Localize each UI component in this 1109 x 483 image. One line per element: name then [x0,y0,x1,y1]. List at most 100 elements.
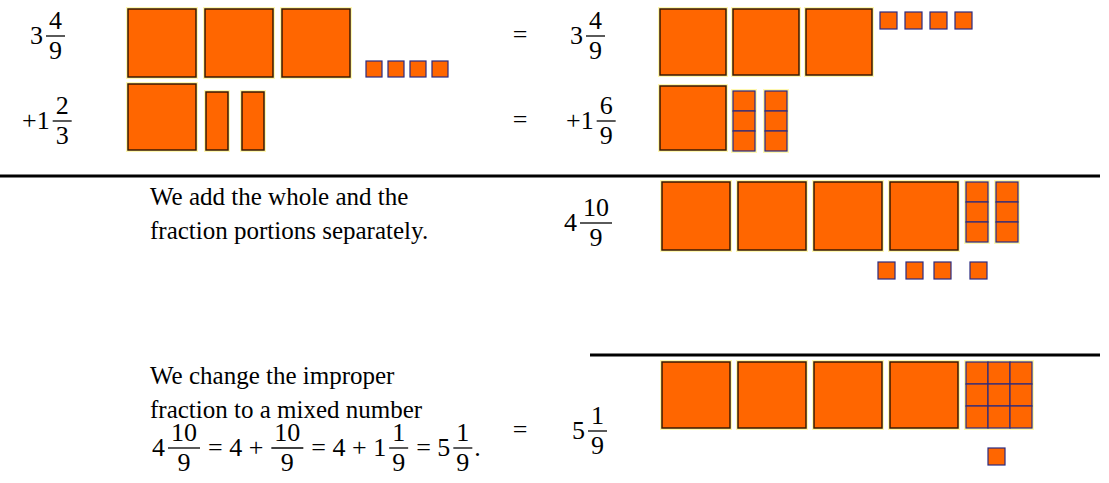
whole-number: 4 [564,210,577,236]
ninth-cell [996,202,1018,222]
ninth-cell [988,406,1010,428]
ninth-cell [966,222,988,242]
fraction-bar [389,447,408,448]
fraction-bar [588,430,607,431]
ninth-cell [988,384,1010,406]
numerator: 4 [589,8,602,34]
whole-number: 4 [152,435,165,461]
highlight [804,7,874,77]
ninth-square [432,61,448,77]
fraction-bar [597,120,616,121]
highlight [731,89,757,153]
highlight [203,7,275,79]
whole-square [738,182,806,250]
highlight [660,180,732,252]
ninth-cell [1010,406,1032,428]
highlight [658,7,728,77]
equation-text: = 5 [416,435,450,461]
ninth-square [955,12,972,29]
blocks-four-ten-ninths [660,180,1020,279]
explanation-text: We change the improper fraction to a mix… [150,359,450,427]
ninth-square [905,12,922,29]
denominator: 9 [178,450,191,476]
fraction-bar [580,222,612,223]
fraction-bar [46,35,65,36]
denominator: 9 [456,450,469,476]
highlight [763,89,789,153]
whole-square [282,9,350,77]
third-bar [206,92,228,150]
whole-square [890,362,958,428]
ninth-cell [765,131,787,151]
whole-square [814,362,882,428]
highlight [888,180,960,252]
highlight [204,90,230,152]
highlight [812,180,884,252]
ninth-cell [966,202,988,222]
sum-rule [0,175,1100,178]
highlight [994,180,1020,244]
fraction-bar [168,447,200,448]
whole-square [662,182,730,250]
numerator: 1 [591,403,604,429]
whole-square [205,9,273,77]
ninth-cell [966,182,988,202]
blocks-five-one-ninth [660,360,1034,465]
ninth-square [930,12,947,29]
ninth-cell [996,182,1018,202]
ninth-cell [765,91,787,111]
blocks-three-four-ninths [126,7,448,79]
ninth-square [366,61,382,77]
ninth-cell [733,91,755,111]
ninth-cell [966,362,988,384]
denominator: 9 [589,38,602,64]
whole-number: +1 [566,108,594,134]
denominator: 9 [392,450,405,476]
whole-square [128,9,196,77]
fraction-bar [271,447,303,448]
whole-number: 5 [572,418,585,444]
numerator: 10 [274,420,300,446]
highlight [280,7,352,79]
whole-square [660,86,726,150]
numerator: 10 [583,195,609,221]
ninth-cell [1010,362,1032,384]
whole-number: +1 [22,108,50,134]
ninth-square [988,448,1005,465]
whole-square [890,182,958,250]
highlight [812,360,884,430]
numerator: 1 [392,420,405,446]
whole-square [128,84,196,150]
equals-sign: = [513,107,528,133]
ninth-cell [988,362,1010,384]
highlight [126,7,198,79]
ninth-square [906,262,923,279]
third-bar [242,92,264,150]
whole-square [662,362,730,428]
explanation-text: We add the whole and the fraction portio… [150,180,455,248]
highlight [964,180,990,244]
denominator: 3 [56,123,69,149]
denominator: 9 [590,225,603,251]
highlight [658,84,728,152]
highlight [964,360,1034,430]
result-rule [590,354,1100,357]
ninth-cell [733,111,755,131]
highlight [660,360,732,430]
ninth-cell [966,406,988,428]
numerator: 6 [600,93,613,119]
fraction-bar [53,120,72,121]
highlight [126,82,198,152]
equation-text: = 4 + [208,435,263,461]
blocks-one-six-ninths [658,84,789,153]
fraction-bar [453,447,472,448]
ninth-square [880,12,897,29]
ninth-cell [966,384,988,406]
fraction-bar [586,35,605,36]
ninth-cell [765,111,787,131]
denominator: 9 [281,450,294,476]
ninth-square [878,262,895,279]
whole-number: 3 [570,23,583,49]
denominator: 9 [591,433,604,459]
